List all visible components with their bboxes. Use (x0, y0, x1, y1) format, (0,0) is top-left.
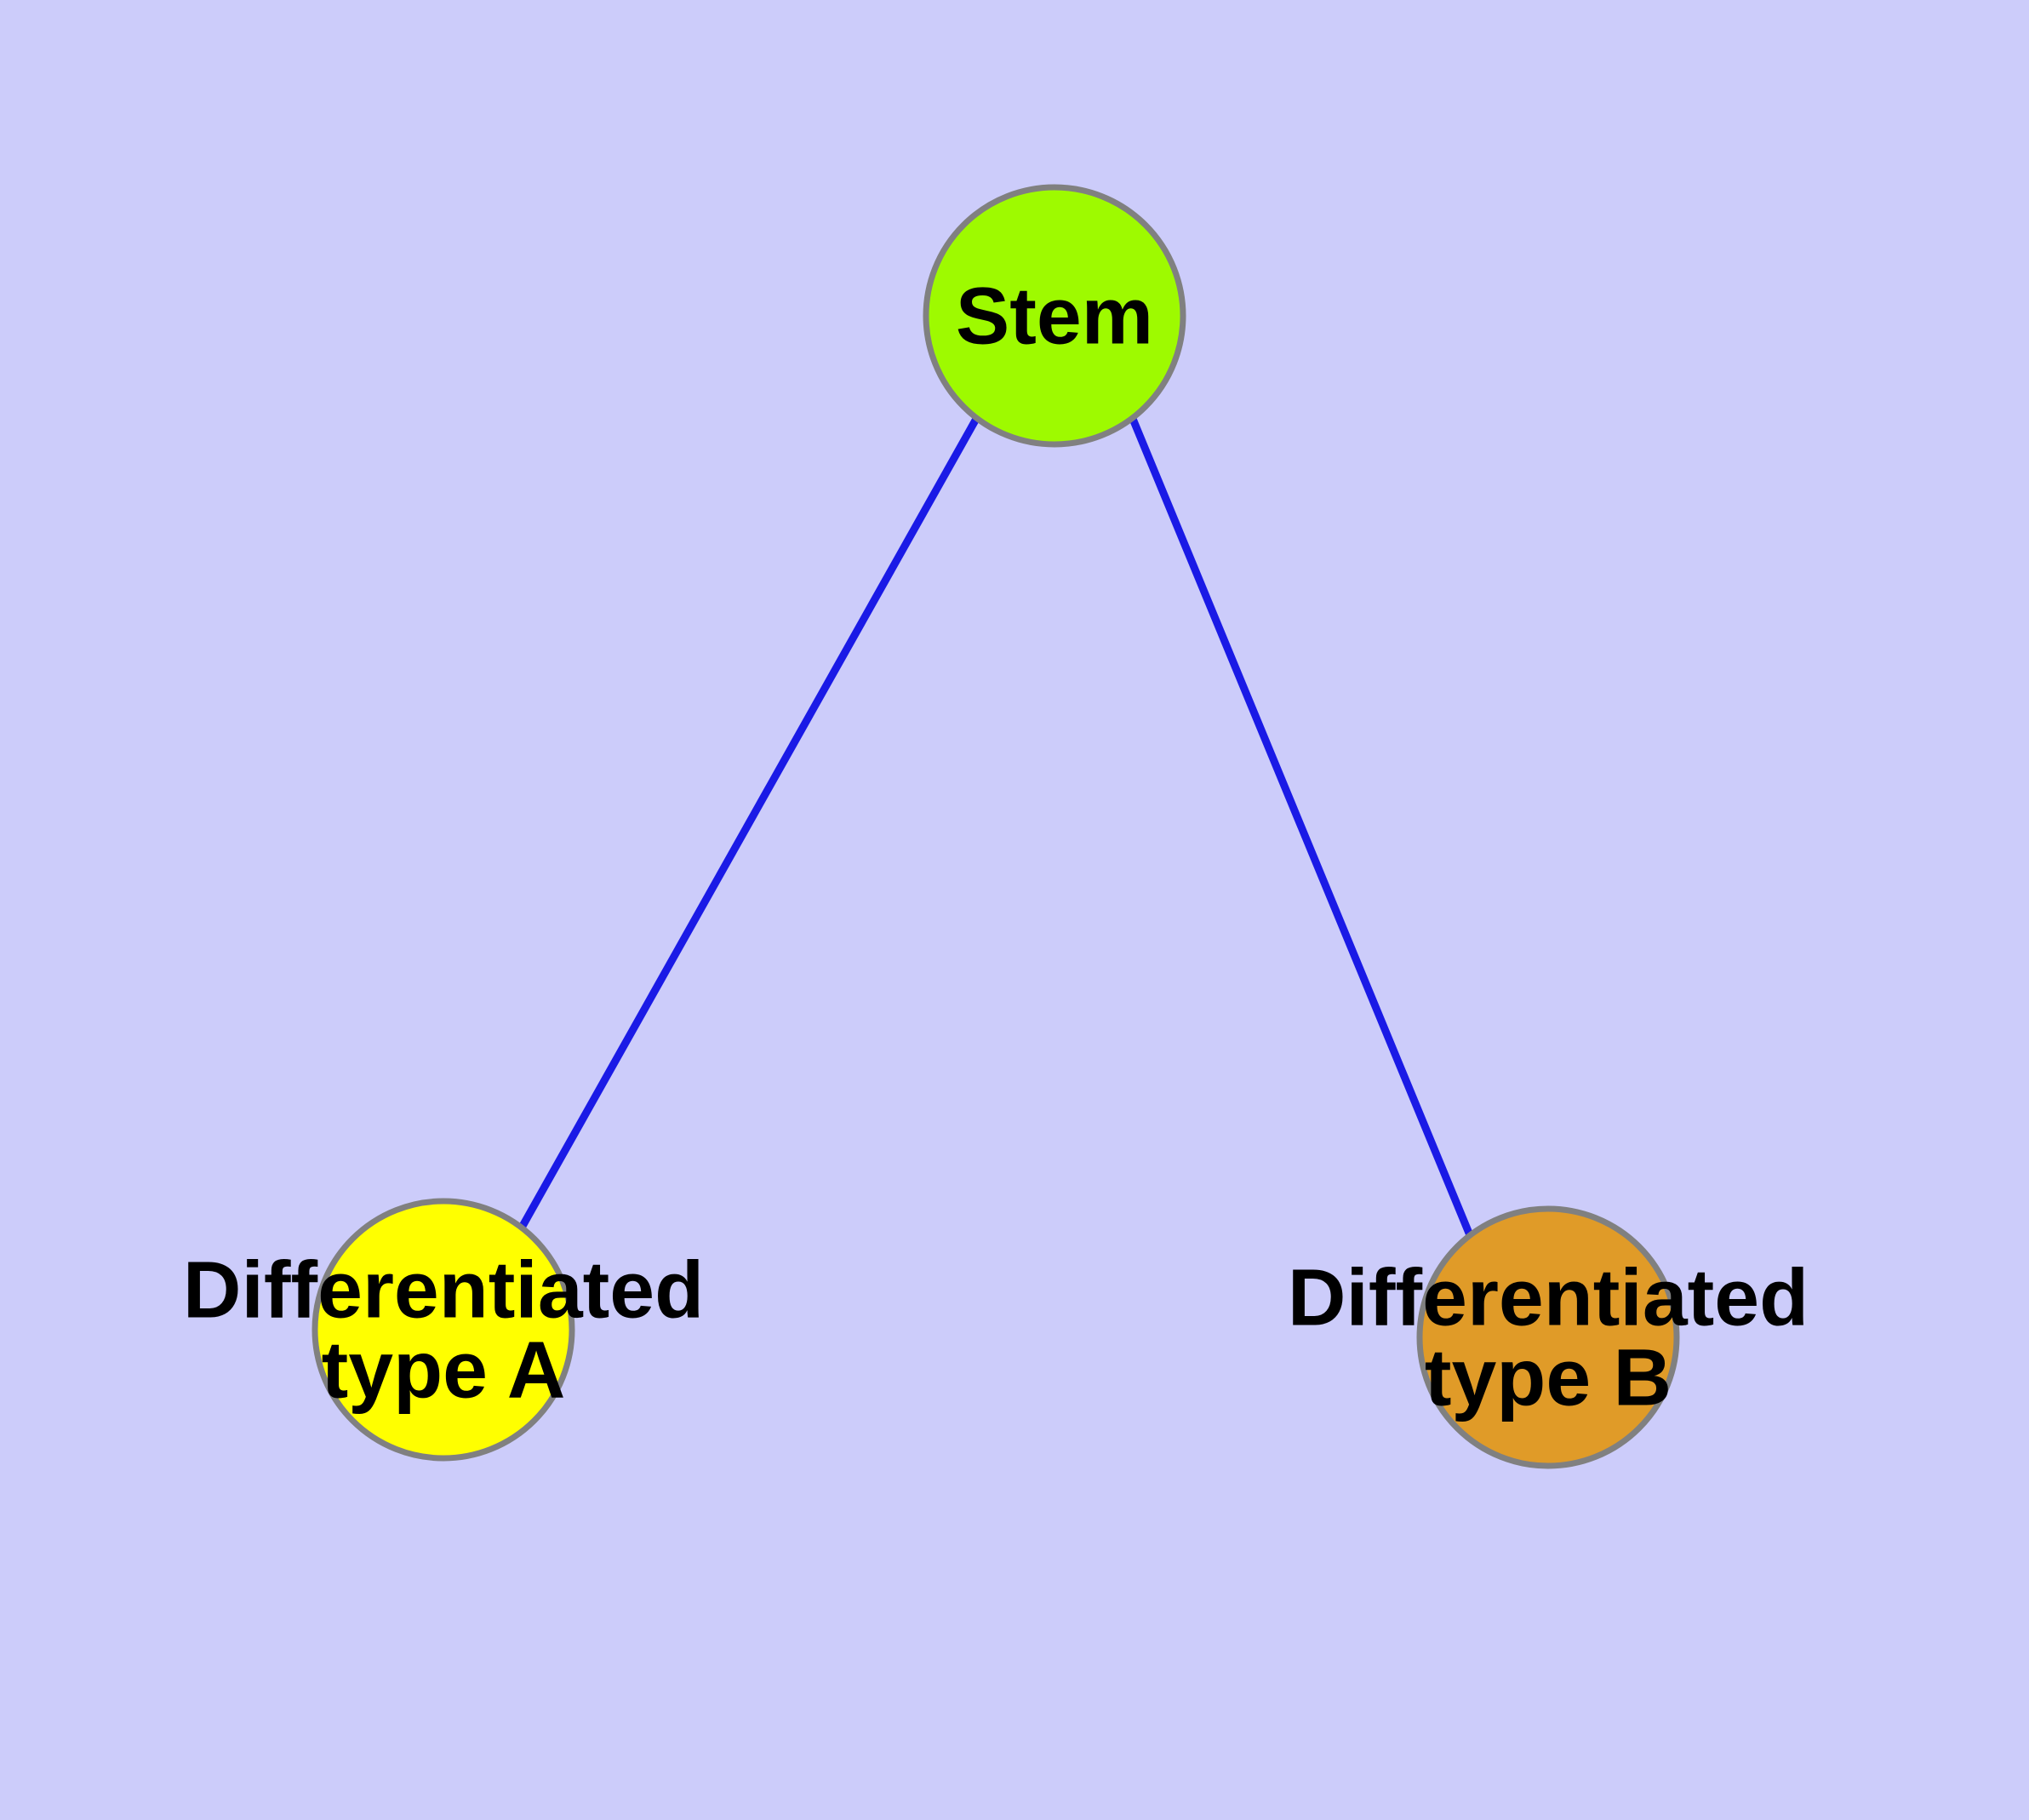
edge-stem-to-diff-b[interactable] (1129, 417, 1474, 1237)
node-label-line: type A (322, 1325, 566, 1415)
node-label-stem: Stem (956, 271, 1153, 361)
node-label-line: Differentiated (1288, 1252, 1809, 1342)
node-stem[interactable] (923, 184, 1186, 448)
edges-group (518, 416, 1474, 1237)
node-label-line: Stem (956, 271, 1153, 361)
node-differentiated-type-b[interactable] (1416, 1205, 1680, 1469)
node-label-line: Differentiated (183, 1245, 704, 1335)
node-label-line: type B (1425, 1332, 1672, 1422)
edge-stem-to-diff-a[interactable] (518, 416, 980, 1230)
nodes-group (311, 184, 1680, 1469)
node-differentiated-type-a[interactable] (311, 1198, 575, 1462)
